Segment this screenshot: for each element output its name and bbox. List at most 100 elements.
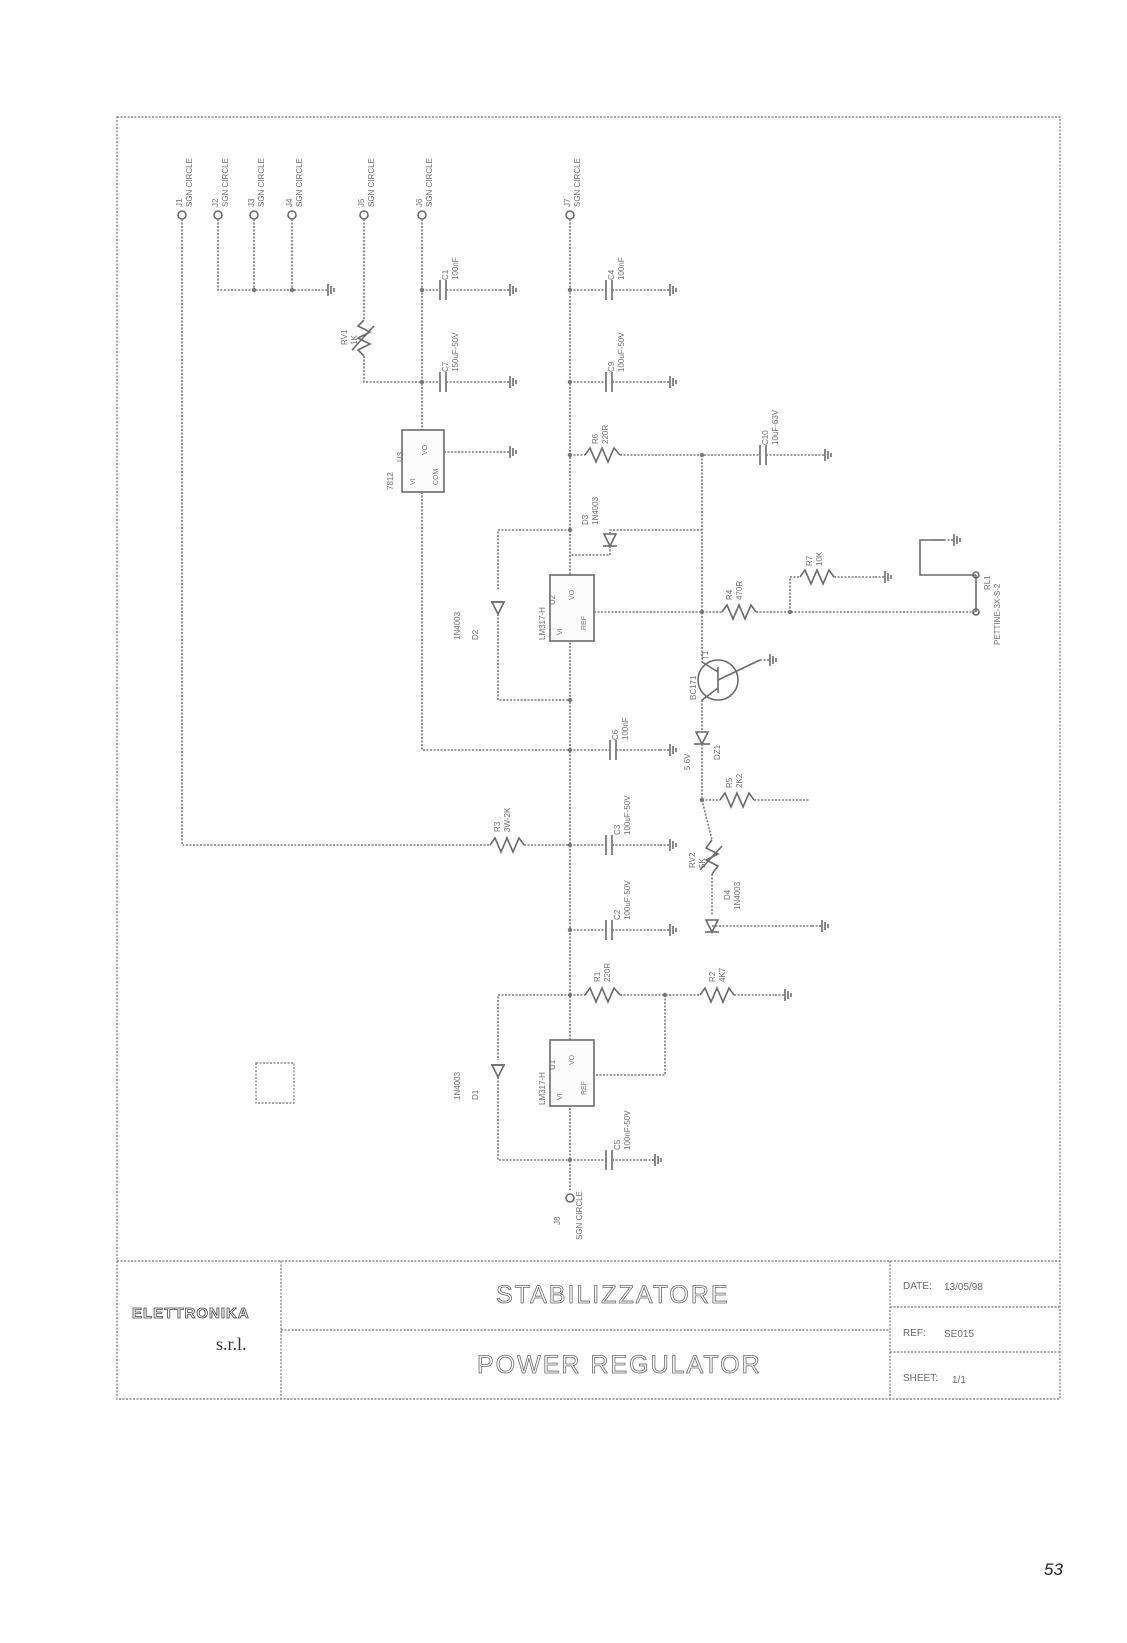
svg-text:SGN CIRCLE: SGN CIRCLE [221, 158, 230, 207]
svg-text:BC171: BC171 [689, 675, 698, 700]
svg-text:s.r.l.: s.r.l. [216, 1334, 247, 1354]
c10-label: C10 10uF-63V [761, 409, 780, 445]
sheet-value: 1/1 [952, 1375, 966, 1386]
svg-text:100nF: 100nF [617, 257, 626, 280]
svg-text:D1: D1 [471, 1089, 480, 1100]
svg-text:J2: J2 [211, 198, 220, 207]
date-value: 13/05/98 [944, 1282, 983, 1293]
r6-label: R6 220R [591, 425, 610, 444]
svg-text:RV2: RV2 [688, 852, 697, 868]
svg-text:VO: VO [569, 1054, 576, 1065]
connector-j3: J3 SGN CIRCLE [247, 158, 266, 220]
svg-text:C10: C10 [761, 430, 770, 445]
svg-text:J7: J7 [563, 198, 572, 207]
svg-text:C1: C1 [441, 269, 450, 280]
svg-text:VI: VI [557, 1093, 564, 1100]
sheet-label: SHEET: [903, 1373, 938, 1384]
c2-label: C2 100uF-50V [613, 880, 632, 920]
empty-footprint [255, 1062, 295, 1104]
rv1-label: RV1 1K [340, 329, 359, 345]
svg-text:470R: 470R [735, 581, 744, 600]
svg-text:100uF-50V: 100uF-50V [623, 795, 632, 835]
svg-text:J1: J1 [175, 198, 184, 207]
svg-text:R5: R5 [725, 777, 734, 788]
svg-text:VO: VO [422, 444, 429, 455]
page-number: 53 [1044, 1560, 1063, 1579]
connector-j8: J8 SGN CIRCLE [553, 1191, 584, 1240]
svg-text:100uF-50V: 100uF-50V [617, 332, 626, 372]
svg-text:100nF: 100nF [621, 717, 630, 740]
c7-label: C7 150uF-50V [441, 332, 460, 372]
svg-text:C6: C6 [611, 729, 620, 740]
r4-label: R4 470R [725, 581, 744, 600]
svg-text:SGN CIRCLE: SGN CIRCLE [573, 158, 582, 207]
svg-text:J6: J6 [415, 198, 424, 207]
r2-label: R2 4K7 [708, 967, 727, 982]
regulator-u1: VI VO REF LM317-H U1 [538, 1039, 595, 1107]
date-label: DATE: [903, 1281, 932, 1292]
transistor-t1: BC171 T1 [689, 650, 761, 701]
c1-label: C1 100nF [441, 257, 460, 280]
r5-label: R5 2K2 [725, 773, 744, 788]
svg-text:J4: J4 [285, 198, 294, 207]
svg-text:5.6V: 5.6V [683, 753, 692, 770]
drawing-frame [116, 116, 1061, 1400]
svg-text:U2: U2 [548, 594, 557, 605]
svg-text:REF: REF [581, 616, 588, 630]
svg-text:4K7: 4K7 [718, 967, 727, 982]
diode-d2: 1N4003 D2 [453, 601, 506, 640]
svg-text:1N4003: 1N4003 [733, 881, 742, 910]
regulator-u2: VI VO REF LM317-H U2 [538, 574, 595, 642]
r7-label: R7 10K [805, 551, 824, 566]
diode-d1: 1N4003 D1 [453, 1064, 506, 1100]
svg-text:C7: C7 [441, 361, 450, 372]
svg-text:D4: D4 [723, 889, 732, 900]
svg-text:1N4003: 1N4003 [453, 611, 462, 640]
connector-j7: J7 SGN CIRCLE [563, 158, 582, 220]
svg-text:REF: REF [581, 1081, 588, 1095]
regulator-u3: VI VO COM 7812 U3 [386, 429, 445, 493]
svg-text:100uF-50V: 100uF-50V [623, 880, 632, 920]
svg-text:PETTINE-3X-S-2: PETTINE-3X-S-2 [993, 583, 1002, 645]
svg-text:R2: R2 [708, 971, 717, 982]
svg-text:SGN CIRCLE: SGN CIRCLE [575, 1191, 584, 1240]
title-english: POWER REGULATOR [477, 1351, 762, 1379]
connector-j2: J2 SGN CIRCLE [211, 158, 230, 220]
svg-text:D3: D3 [581, 514, 590, 525]
svg-text:R3: R3 [493, 821, 502, 832]
connector-j1: J1 SGN CIRCLE [175, 158, 194, 220]
svg-text:C9: C9 [607, 361, 616, 372]
r3-label: R3 3W-2K [493, 807, 512, 832]
svg-text:U3: U3 [396, 451, 405, 462]
svg-text:C2: C2 [613, 909, 622, 920]
c5-label: C5 100nF-50V [613, 1110, 632, 1150]
ref-value: SE015 [944, 1329, 974, 1340]
connector-j5: J5 SGN CIRCLE [357, 158, 376, 220]
svg-text:ELETTRONIKA: ELETTRONIKA [132, 1305, 250, 1322]
svg-text:1N4003: 1N4003 [453, 1071, 462, 1100]
svg-text:R4: R4 [725, 589, 734, 600]
svg-text:SGN CIRCLE: SGN CIRCLE [425, 158, 434, 207]
svg-text:C3: C3 [613, 824, 622, 835]
svg-text:D2: D2 [471, 629, 480, 640]
svg-text:R7: R7 [805, 555, 814, 566]
svg-text:VI: VI [410, 478, 417, 485]
svg-text:RV1: RV1 [340, 329, 349, 345]
svg-text:R1: R1 [593, 971, 602, 982]
svg-text:SGN CIRCLE: SGN CIRCLE [367, 158, 376, 207]
svg-text:2K2: 2K2 [735, 773, 744, 788]
diode-d4: 1N4003 D4 [704, 881, 742, 934]
svg-text:U1: U1 [548, 1059, 557, 1070]
svg-text:100nF-50V: 100nF-50V [623, 1110, 632, 1150]
svg-text:10K: 10K [815, 551, 824, 566]
svg-text:150uF-50V: 150uF-50V [451, 332, 460, 372]
svg-text:RL1: RL1 [983, 575, 992, 590]
svg-text:LM317-H: LM317-H [538, 1072, 547, 1105]
svg-text:SGN CIRCLE: SGN CIRCLE [257, 158, 266, 207]
svg-text:1K: 1K [350, 335, 359, 345]
connector-j4: J4 SGN CIRCLE [285, 158, 304, 220]
svg-text:T1: T1 [701, 650, 710, 660]
title-block: ELETTRONIKA s.r.l. STABILIZZATORE POWER … [132, 1261, 1060, 1399]
svg-text:VI: VI [557, 628, 564, 635]
